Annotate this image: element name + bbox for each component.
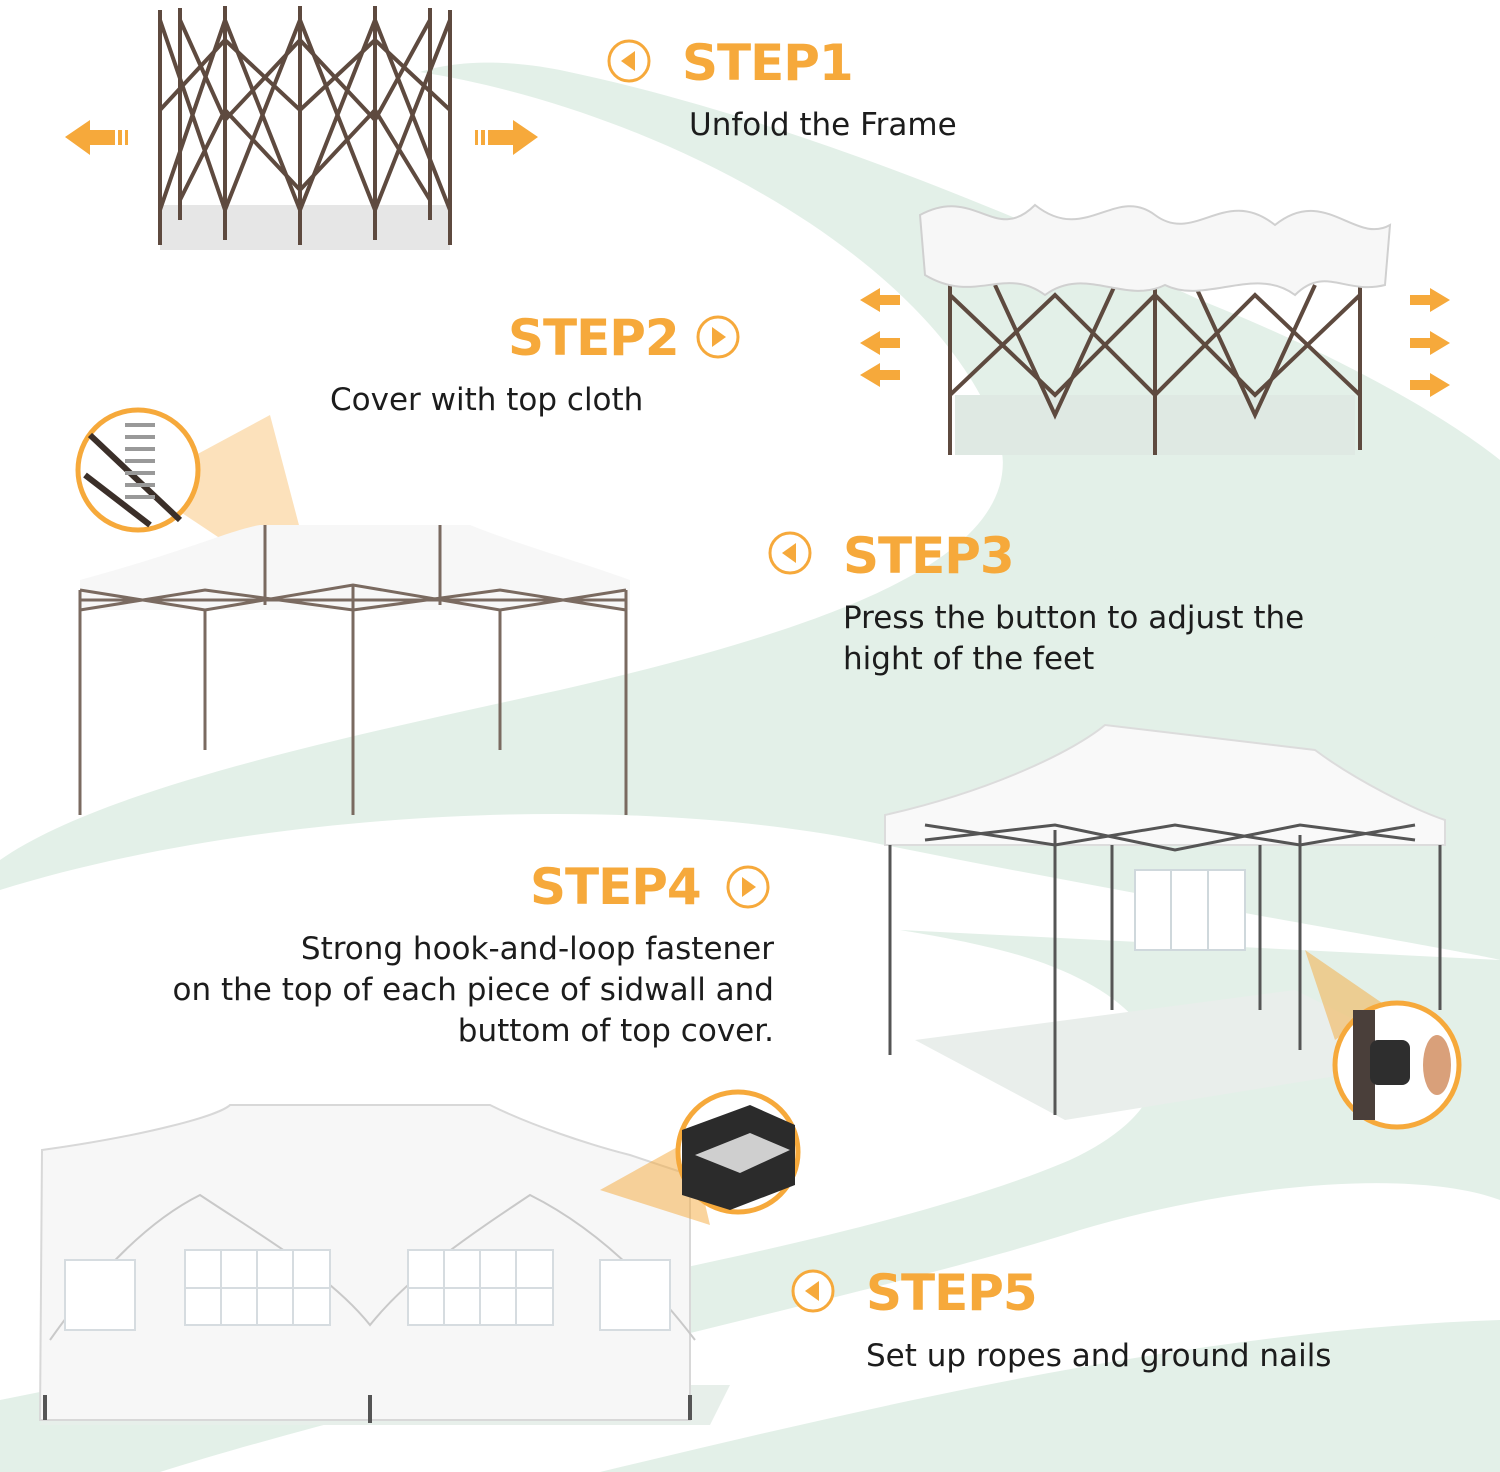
step-1-description: Unfold the Frame bbox=[689, 107, 957, 143]
step-5-title: STEP5 bbox=[866, 1264, 1038, 1322]
step-3-title: STEP3 bbox=[843, 527, 1015, 585]
canopy-with-sidewalls-illustration bbox=[38, 1089, 801, 1425]
step-4-description-line-1: Strong hook-and-loop fastener bbox=[300, 931, 774, 967]
frame-with-cloth-illustration bbox=[860, 203, 1450, 455]
folded-frame-illustration bbox=[65, 6, 538, 250]
step-4-description-line-3: buttom of top cover. bbox=[457, 1013, 774, 1049]
chevron-right-icon bbox=[696, 315, 740, 359]
open-frame-illustration bbox=[75, 407, 630, 815]
step-1-title: STEP1 bbox=[682, 34, 854, 92]
step-2-description: Cover with top cloth bbox=[330, 382, 644, 418]
step-3-description-line-2: hight of the feet bbox=[843, 641, 1095, 677]
step-5-description: Set up ropes and ground nails bbox=[866, 1338, 1332, 1374]
step-3-description-line-1: Press the button to adjust the bbox=[843, 600, 1305, 636]
canopy-illustration bbox=[884, 723, 1462, 1130]
chevron-left-icon bbox=[791, 1269, 835, 1313]
step-2-title: STEP2 bbox=[508, 309, 680, 367]
chevron-left-icon bbox=[768, 531, 812, 575]
step-4-title: STEP4 bbox=[530, 858, 702, 916]
chevron-left-icon bbox=[607, 39, 651, 83]
step-4-description-line-2: on the top of each piece of sidwall and bbox=[172, 972, 774, 1008]
chevron-right-icon bbox=[726, 865, 770, 909]
